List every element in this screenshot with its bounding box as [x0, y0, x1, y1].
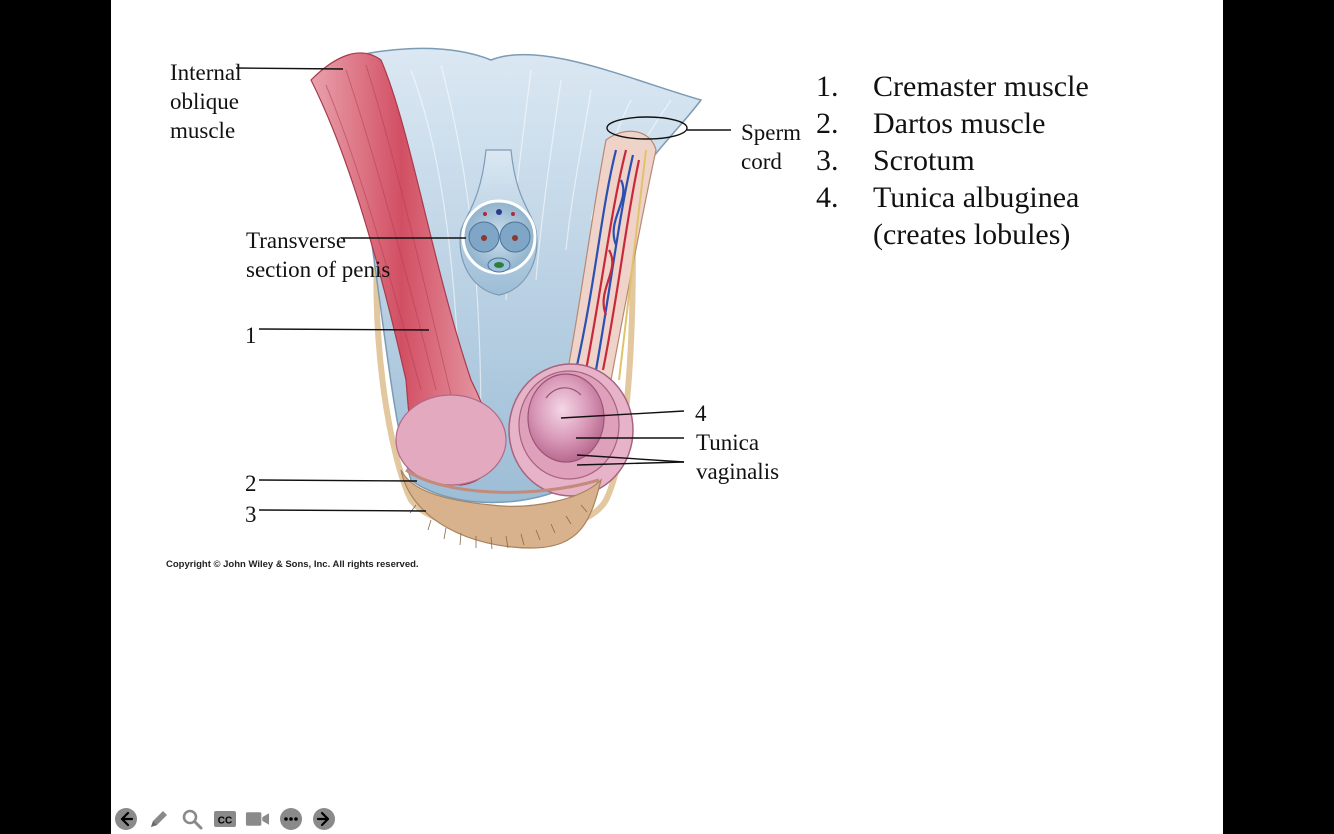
- label-sperm-cord: Sperm cord: [741, 118, 801, 176]
- video-camera-icon: [245, 812, 270, 826]
- anatomy-illustration: [235, 47, 731, 550]
- leader-tunica-2: [576, 454, 685, 463]
- leader-internal-oblique: [235, 67, 344, 70]
- leader-1: [258, 328, 430, 331]
- zoom-button[interactable]: [179, 807, 204, 832]
- legend-text: Dartos muscle: [873, 107, 1046, 140]
- label-internal-oblique: Internal oblique muscle: [170, 58, 242, 145]
- back-arrow-icon: [114, 808, 137, 830]
- slide: Internal oblique muscle Transverse secti…: [111, 0, 1223, 834]
- more-icon: [279, 808, 302, 830]
- forward-arrow-icon: [312, 808, 335, 830]
- legend-text: Cremaster muscle: [873, 70, 1089, 103]
- presentation-toolbar: CC: [113, 806, 336, 832]
- legend-text: (creates lobules): [873, 218, 1071, 251]
- label-internal-oblique-line2: oblique: [170, 89, 239, 114]
- legend-number: 4.: [816, 181, 839, 214]
- label-number-3: 3: [245, 502, 257, 527]
- label-transverse-line1: Transverse: [246, 228, 347, 253]
- label-transverse-line2: section of penis: [246, 257, 391, 282]
- label-number-4: 4: [695, 401, 707, 426]
- more-button[interactable]: [278, 807, 303, 832]
- label-tunica-line1: Tunica: [696, 430, 760, 455]
- forward-button[interactable]: [311, 807, 336, 832]
- captions-button[interactable]: CC: [212, 807, 237, 832]
- label-sperm-cord-line2: cord: [741, 149, 782, 174]
- leader-2: [258, 479, 418, 482]
- dartos-muscle: [405, 468, 600, 494]
- label-internal-oblique-line3: muscle: [170, 118, 236, 143]
- label-tunica-vaginalis: Tunica vaginalis: [696, 428, 779, 486]
- pen-button[interactable]: [146, 807, 171, 832]
- sperm-cord-marker: [606, 116, 688, 140]
- leader-3: [258, 509, 427, 512]
- back-button[interactable]: [113, 807, 138, 832]
- magnifier-icon: [182, 809, 202, 830]
- pen-icon: [150, 811, 167, 827]
- leader-tunica-3: [576, 461, 685, 466]
- label-sperm-cord-line1: Sperm: [741, 120, 802, 145]
- leader-4: [560, 410, 685, 419]
- label-number-2: 2: [245, 471, 257, 496]
- cc-text: CC: [217, 816, 231, 827]
- copyright-notice: Copyright © John Wiley & Sons, Inc. All …: [166, 559, 419, 570]
- label-tunica-line2: vaginalis: [696, 459, 780, 484]
- label-internal-oblique-line1: Internal: [170, 60, 242, 85]
- scrotum: [400, 469, 603, 549]
- left-testis-cover: [395, 394, 507, 486]
- legend-number: 2.: [816, 107, 839, 140]
- label-transverse-section: Transverse section of penis: [246, 226, 390, 284]
- label-number-1: 1: [245, 323, 257, 348]
- video-button[interactable]: [245, 807, 270, 832]
- legend-text: Tunica albuginea: [873, 181, 1080, 214]
- legend-number: 3.: [816, 144, 839, 177]
- legend-text: Scrotum: [873, 144, 975, 177]
- closed-captions-icon: CC: [213, 811, 236, 827]
- legend-number: 1.: [816, 70, 839, 103]
